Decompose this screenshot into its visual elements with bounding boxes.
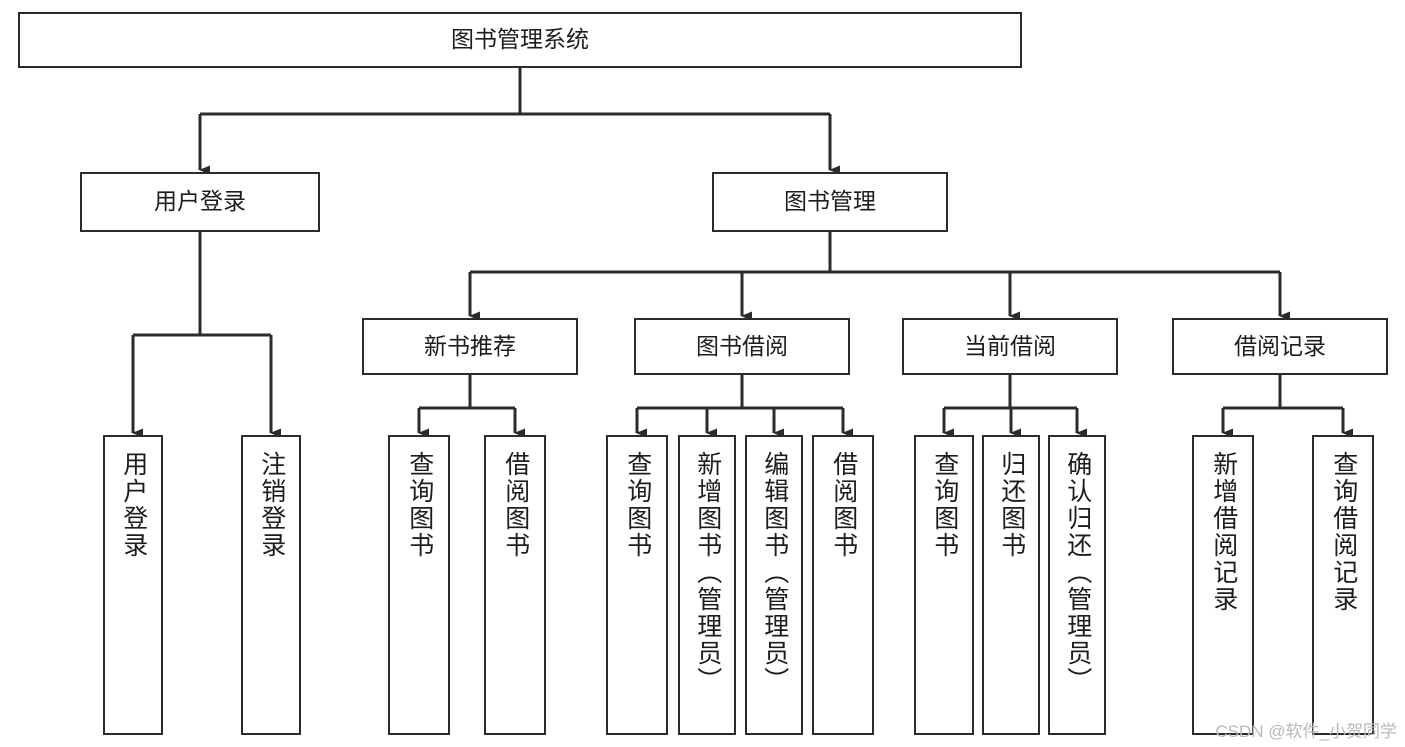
node-label: 新书推荐 bbox=[424, 332, 516, 359]
node-cur-query[interactable]: 查询图书 bbox=[914, 435, 974, 735]
node-label: 新增借阅记录 bbox=[1209, 451, 1238, 613]
node-label: 图书管理 bbox=[784, 188, 876, 215]
node-label: 图书借阅 bbox=[696, 332, 788, 359]
node-br-edit[interactable]: 编辑图书（管理员） bbox=[745, 435, 803, 735]
node-records[interactable]: 借阅记录 bbox=[1172, 318, 1388, 375]
node-label: 查询借阅记录 bbox=[1329, 451, 1358, 613]
node-label: 借阅记录 bbox=[1234, 332, 1326, 359]
node-cur-return[interactable]: 归还图书 bbox=[982, 435, 1040, 735]
node-label: 编辑图书（管理员） bbox=[760, 451, 789, 694]
node-label: 归还图书 bbox=[997, 451, 1026, 559]
node-label: 注销登录 bbox=[257, 451, 286, 559]
node-label: 查询图书 bbox=[405, 451, 434, 559]
node-label: 新增图书（管理员） bbox=[693, 451, 722, 694]
node-root[interactable]: 图书管理系统 bbox=[18, 12, 1022, 68]
node-label: 图书管理系统 bbox=[451, 26, 589, 53]
node-new-query[interactable]: 查询图书 bbox=[388, 435, 450, 735]
node-login-out[interactable]: 注销登录 bbox=[241, 435, 301, 735]
watermark-label: CSDN @软件_小贺同学 bbox=[1215, 722, 1397, 741]
node-borrow[interactable]: 图书借阅 bbox=[634, 318, 850, 375]
node-newbook[interactable]: 新书推荐 bbox=[362, 318, 578, 375]
node-br-query[interactable]: 查询图书 bbox=[606, 435, 668, 735]
node-label: 确认归还（管理员） bbox=[1063, 451, 1092, 694]
node-br-add[interactable]: 新增图书（管理员） bbox=[678, 435, 736, 735]
node-login[interactable]: 用户登录 bbox=[80, 172, 320, 232]
node-login-in[interactable]: 用户登录 bbox=[103, 435, 163, 735]
node-label: 查询图书 bbox=[623, 451, 652, 559]
connector-lines bbox=[131, 68, 1353, 438]
node-label: 用户登录 bbox=[154, 188, 246, 215]
node-label: 借阅图书 bbox=[501, 451, 530, 559]
node-label: 查询图书 bbox=[930, 451, 959, 559]
node-label: 用户登录 bbox=[119, 451, 148, 559]
node-br-borrow[interactable]: 借阅图书 bbox=[812, 435, 874, 735]
node-current[interactable]: 当前借阅 bbox=[902, 318, 1118, 375]
node-label: 当前借阅 bbox=[964, 332, 1056, 359]
node-new-borrow[interactable]: 借阅图书 bbox=[484, 435, 546, 735]
node-cur-confirm[interactable]: 确认归还（管理员） bbox=[1048, 435, 1106, 735]
node-bookmgmt[interactable]: 图书管理 bbox=[712, 172, 948, 232]
node-rec-query[interactable]: 查询借阅记录 bbox=[1312, 435, 1374, 735]
node-rec-add[interactable]: 新增借阅记录 bbox=[1192, 435, 1254, 735]
node-label: 借阅图书 bbox=[829, 451, 858, 559]
